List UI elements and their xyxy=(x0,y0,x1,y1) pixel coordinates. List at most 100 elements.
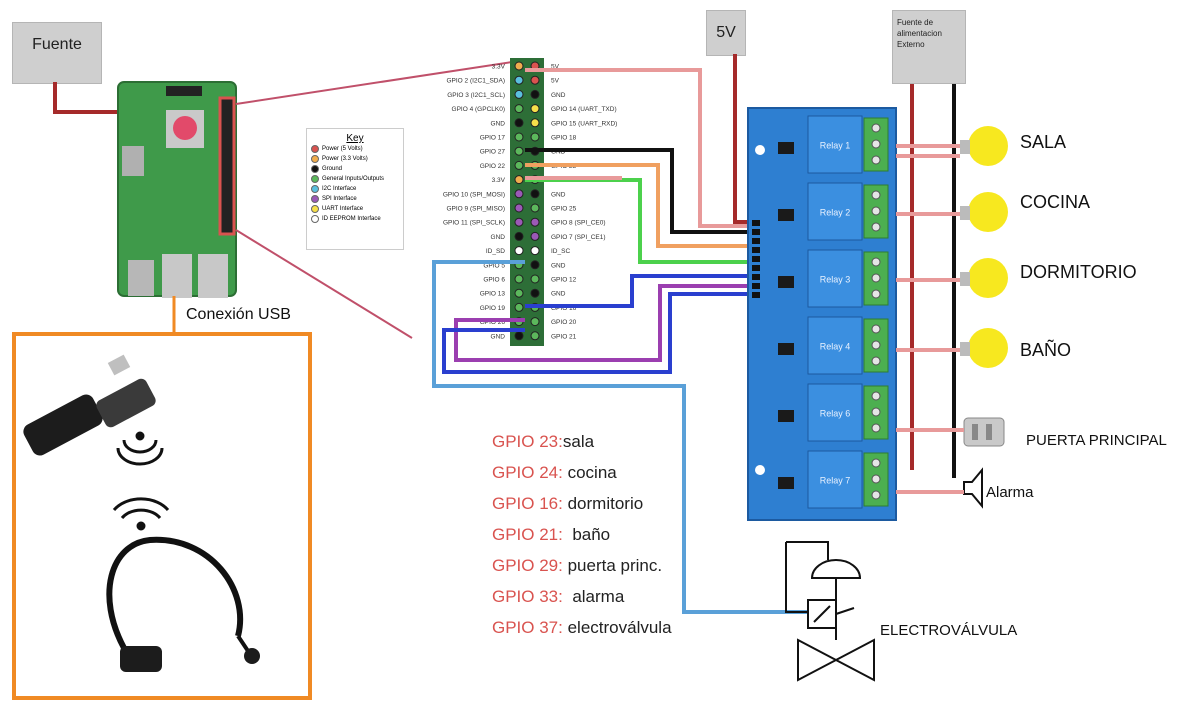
five-volt-box: 5V xyxy=(706,10,746,56)
gpio-key-item: I2C Interface xyxy=(307,184,403,194)
key-color-dot xyxy=(311,195,319,203)
header-label-left: GPIO 9 (SPI_MISO) xyxy=(446,206,505,213)
relay-body xyxy=(807,450,863,509)
header-label-right: GND xyxy=(551,291,566,298)
header-pin-right xyxy=(530,203,540,213)
header-pin-left xyxy=(514,331,524,341)
header-pin-right xyxy=(530,189,540,199)
header-label-left: GPIO 19 xyxy=(480,305,506,312)
relay-body xyxy=(807,383,863,442)
electrovalve-symbol xyxy=(785,541,875,682)
terminal-screw xyxy=(871,139,881,149)
usb-connection-label: Conexión USB xyxy=(186,306,291,323)
device-label-bano: BAÑO xyxy=(1020,340,1072,360)
header-pin-right xyxy=(530,317,540,327)
header-label-right: GPIO 14 (UART_TXD) xyxy=(551,106,617,113)
header-pin-left xyxy=(514,274,524,284)
device-label-alarma: Alarma xyxy=(986,484,1034,501)
key-item-label: UART Interface xyxy=(322,206,364,212)
header-label-right: GPIO 7 (SPI_CE1) xyxy=(551,234,606,241)
header-label-left: GPIO 26 xyxy=(480,319,506,326)
terminal-screw xyxy=(871,490,881,500)
gpio-key-item: ID EEPROM Interface xyxy=(307,214,403,224)
header-pin-left xyxy=(514,175,524,185)
terminal-screw xyxy=(871,340,881,350)
five-volt-label: 5V xyxy=(716,24,736,41)
terminal-screw xyxy=(871,356,881,366)
lamp-bano xyxy=(896,328,1008,368)
gpio-key-item: SPI Interface xyxy=(307,194,403,204)
relay-unit: Relay 3 xyxy=(778,249,889,308)
header-pin-right xyxy=(530,217,540,227)
header-label-left: GND xyxy=(491,120,506,127)
gpio-pin-number: GPIO 21: xyxy=(492,525,563,544)
gpio-pin-number: GPIO 37: xyxy=(492,618,563,637)
header-pin-right xyxy=(530,260,540,270)
relay-label: Relay 1 xyxy=(820,141,851,151)
header-label-left: GPIO 6 xyxy=(483,277,505,284)
gpio-key-title: Key xyxy=(346,133,364,144)
header-pin-left xyxy=(514,160,524,170)
terminal-screw xyxy=(871,458,881,468)
relay-input-pin xyxy=(752,229,760,235)
gpio-key-item: Power (3.3 Volts) xyxy=(307,154,403,164)
wire-blue xyxy=(525,274,752,308)
relay-label: Relay 4 xyxy=(820,342,851,352)
wire-purple xyxy=(454,284,752,362)
relay-label: Relay 2 xyxy=(820,208,851,218)
header-label-left: ID_SD xyxy=(486,248,505,255)
gpio-device-name: dormitorio xyxy=(562,494,644,513)
gpio-mapping-row: GPIO 23:sala xyxy=(492,432,594,452)
wire-lightblue xyxy=(432,260,808,614)
header-label-right: GPIO 18 xyxy=(551,135,577,142)
relay-body xyxy=(807,182,863,241)
header-pin-right xyxy=(530,246,540,256)
relay-unit: Relay 1 xyxy=(778,115,889,174)
relay-transistor xyxy=(778,410,794,422)
relay-unit: Relay 7 xyxy=(778,450,889,509)
header-label-right: GPIO 20 xyxy=(551,319,577,326)
header-pin-right xyxy=(530,89,540,99)
relay-transistor xyxy=(778,142,794,154)
gpio-device-name: baño xyxy=(562,525,611,544)
header-label-left: 3.3V xyxy=(492,177,506,184)
header-label-right: 5V xyxy=(551,64,560,71)
header-pin-right xyxy=(530,75,540,85)
key-color-dot xyxy=(311,175,319,183)
terminal-screw xyxy=(871,324,881,334)
terminal-screw xyxy=(871,190,881,200)
key-item-label: ID EEPROM Interface xyxy=(322,216,381,222)
header-label-left: GPIO 11 (SPI_SCLK) xyxy=(443,220,505,227)
header-pin-left xyxy=(514,231,524,241)
header-label-right: GPIO 12 xyxy=(551,277,577,284)
header-pin-right xyxy=(530,274,540,284)
headset-microphone-icon xyxy=(106,536,260,672)
key-item-label: Power (3.3 Volts) xyxy=(322,156,368,162)
relay-label: Relay 3 xyxy=(820,275,851,285)
relay-input-pin xyxy=(752,238,760,244)
header-label-left: GPIO 17 xyxy=(480,135,506,142)
gpio-device-name: sala xyxy=(562,432,595,451)
header-pin-right xyxy=(530,288,540,298)
wifi-signal-icon-bottom xyxy=(112,497,170,531)
key-item-label: I2C Interface xyxy=(322,186,357,192)
gpio-device-name: cocina xyxy=(562,463,617,482)
gpio-pin-number: GPIO 24: xyxy=(492,463,563,482)
header-pin-left xyxy=(514,288,524,298)
key-color-dot xyxy=(311,145,319,153)
relay-input-pin xyxy=(752,247,760,253)
gpio-device-name: electroválvula xyxy=(562,618,672,637)
usb-receiver-icon xyxy=(23,354,156,456)
relay-input-pin xyxy=(752,274,760,280)
header-label-right: ID_SC xyxy=(551,248,570,255)
relay-input-pin xyxy=(752,283,760,289)
terminal-screw xyxy=(871,289,881,299)
wire-ground xyxy=(525,148,752,234)
header-label-left: GPIO 27 xyxy=(480,149,506,156)
header-label-right: GPIO 15 (UART_RXD) xyxy=(551,120,617,127)
key-color-dot xyxy=(311,185,319,193)
relay-unit: Relay 2 xyxy=(778,182,889,241)
relay-input-pin xyxy=(752,265,760,271)
